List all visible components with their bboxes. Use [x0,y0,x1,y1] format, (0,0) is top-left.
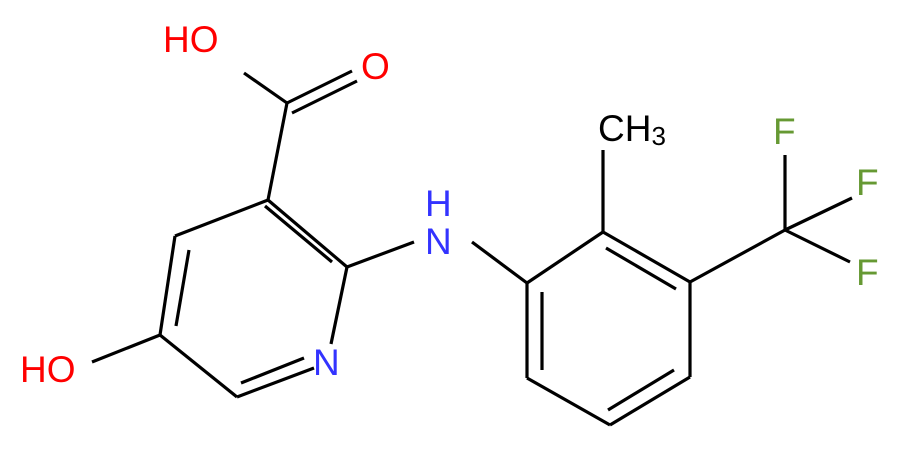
label-hydroxy: HO [20,349,76,390]
bond-pyr-4 [236,366,315,399]
bond-pyr-3 [158,333,239,399]
label-methyl-subscript: 3 [651,121,665,151]
bond-pyr-1 [174,198,269,238]
label-pyridine-n: N [313,342,340,383]
label-fluorine-3: F [856,252,879,293]
bond-c-ring [266,102,289,201]
bond-pyr-2 [158,235,177,336]
bond-ph-4-inner [607,368,675,412]
bond-ph-cf3 [689,228,786,284]
bonds [91,69,853,427]
atom-labels: HO O CH3 H N F F F HO N [20,19,879,390]
bond-c-hydroxy [91,333,161,364]
bond-pyr-5 [329,266,349,345]
label-fluorine-2: F [856,162,879,203]
bond-ph-4 [609,375,691,427]
bond-ph-5 [526,376,611,427]
label-carbonyl-o: O [361,46,390,87]
bond-pyr-2-inner [174,249,191,327]
label-fluorine-1: F [773,111,796,152]
bond-ph-2 [602,230,691,284]
bond-pyr-6 [266,198,349,269]
bond-c-o-double-2 [291,79,358,115]
bond-c-oh [243,71,288,105]
bond-cf3-f2 [784,196,853,232]
bond-ph-2-inner [605,246,677,291]
bond-nh-phenyl [471,240,528,285]
bond-ph-1 [526,230,604,285]
bond-cf3-f3 [784,228,851,264]
label-methyl: CH3 [598,108,666,151]
label-carboxyl-oh: HO [163,19,219,60]
bond-c-o-double-1 [286,69,353,105]
bond-pyr-4-inner [240,356,305,385]
label-amine-n: N [425,221,452,262]
bond-ring-nh [346,240,415,269]
label-methyl-ch: CH [598,108,651,149]
bond-pyr-6-inner [263,204,334,264]
label-amine-h: H [425,183,452,224]
